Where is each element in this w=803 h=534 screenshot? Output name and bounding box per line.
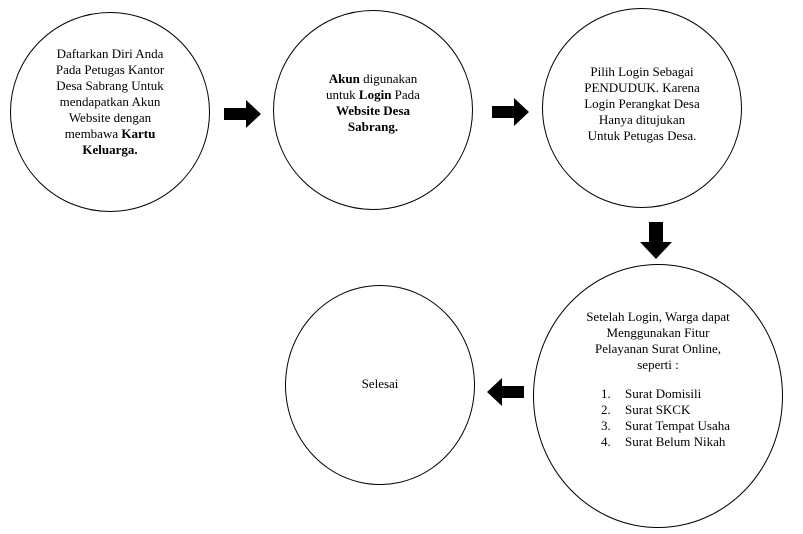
list-item-number: 1. [601, 386, 611, 401]
step-5-circle [285, 285, 475, 485]
step-2-line-4: Sabrang. [303, 119, 443, 135]
list-item-label: Surat SKCK [625, 402, 691, 417]
step-1-line-6: membawa Kartu [40, 126, 180, 142]
step-2-line-2-bold: Login [358, 87, 392, 102]
step-3-line-1: Pilih Login Sebagai [590, 64, 694, 79]
list-item-label: Surat Belum Nikah [625, 434, 726, 449]
step-4-line-2: Menggunakan Fitur [606, 325, 710, 340]
step-4-line-4: seperti : [637, 357, 679, 372]
step-1-line-1: Daftarkan Diri Anda [56, 46, 164, 61]
step-2-line-1: Akun digunakan [303, 71, 443, 87]
step-1-line-6-bold: Kartu [121, 126, 156, 141]
step-1-line-4: mendapatkan Akun [59, 94, 161, 109]
list-item: 2. Surat SKCK [601, 402, 741, 418]
step-2-text: Akun digunakan untuk Login Pada Website … [303, 71, 443, 135]
surat-list: 1. Surat Domisili 2. Surat SKCK 3. Surat Te… [601, 386, 741, 450]
step-2-circle [273, 10, 473, 210]
step-3-text: Pilih Login Sebagai PENDUDUK. Karena Log… [567, 64, 717, 144]
step-3-line-4: Hanya ditujukan [598, 112, 686, 127]
step-4-line-3: Pelayanan Surat Online, [595, 341, 721, 356]
step-2-line-4-bold: Sabrang. [347, 119, 399, 134]
step-2-line-2-pre: untuk [326, 87, 359, 102]
step-1-line-2: Pada Petugas Kantor [55, 62, 165, 77]
step-3-line-2: PENDUDUK. Karena [584, 80, 700, 95]
list-item: 1. Surat Domisili [601, 386, 741, 402]
step-4-circle [533, 264, 783, 528]
step-2-line-1-rest: digunakan [359, 71, 418, 86]
finish-label: Selesai [361, 376, 399, 391]
list-item: 3. Surat Tempat Usaha [601, 418, 741, 434]
arrow-down-icon [640, 222, 672, 259]
arrow-right-icon [224, 100, 261, 128]
step-3-circle [542, 8, 742, 208]
step-1-text: Daftarkan Diri Anda Pada Petugas Kantor … [40, 46, 180, 158]
step-1-circle [10, 12, 210, 212]
list-item-number: 3. [601, 418, 611, 433]
step-3-line-3: Login Perangkat Desa [584, 96, 700, 111]
step-2-line-2: untuk Login Pada [303, 87, 443, 103]
step-1-line-7-bold: Keluarga. [82, 142, 138, 157]
list-item: 4. Surat Belum Nikah [601, 434, 741, 450]
step-4-text: Setelah Login, Warga dapat Menggunakan F… [573, 309, 743, 373]
step-1-line-5: Website dengan [68, 110, 152, 125]
step-3-line-5: Untuk Petugas Desa. [587, 128, 697, 143]
step-2-line-1-bold: Akun [328, 71, 360, 86]
arrow-right-icon [492, 98, 529, 126]
step-2-line-2-rest: Pada [391, 87, 420, 102]
step-5-text: Selesai [305, 376, 455, 392]
step-4-line-1: Setelah Login, Warga dapat [586, 309, 730, 324]
list-item-number: 2. [601, 402, 611, 417]
step-1-line-3: Desa Sabrang Untuk [56, 78, 164, 93]
arrow-left-icon [487, 378, 524, 406]
step-2-line-3-bold: Website Desa [335, 103, 411, 118]
list-item-label: Surat Domisili [625, 386, 702, 401]
step-2-line-3: Website Desa [303, 103, 443, 119]
list-item-label: Surat Tempat Usaha [625, 418, 730, 433]
list-item-number: 4. [601, 434, 611, 449]
step-1-line-7: Keluarga. [40, 142, 180, 158]
step-1-line-6-pre: membawa [64, 126, 122, 141]
